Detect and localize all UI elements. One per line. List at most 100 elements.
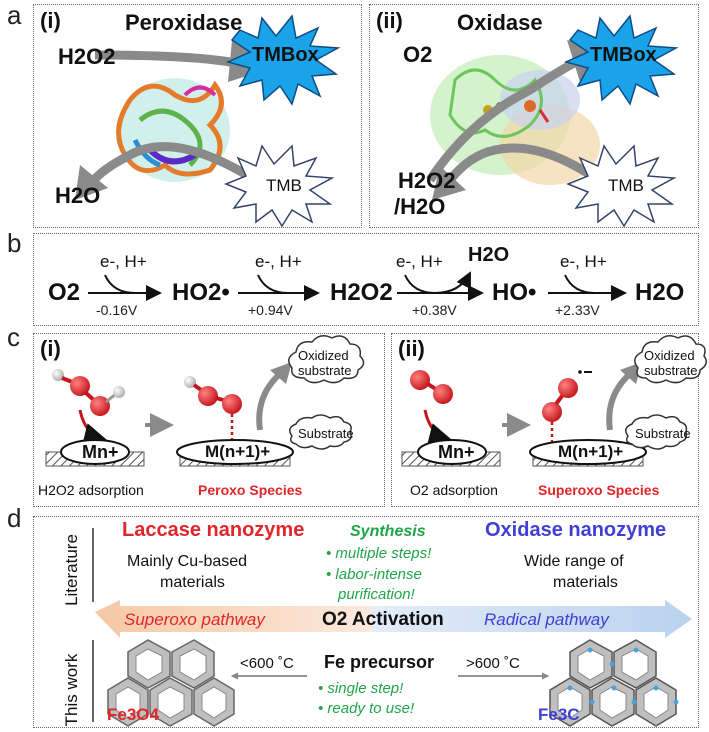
label-h2o-a-ii: /H2O bbox=[394, 194, 446, 219]
eh-label-4: e-, H+ bbox=[560, 252, 607, 271]
oxidized-label-i-1: Oxidized bbox=[298, 348, 349, 363]
oxidized-label-ii-1: Oxidized bbox=[644, 348, 695, 363]
arrow-peroxidase-bottom bbox=[86, 142, 258, 188]
label-h2o2-a-ii: H2O2 bbox=[398, 168, 456, 193]
fe3o4-label: Fe3O4 bbox=[107, 705, 159, 724]
panel-a-i bbox=[33, 4, 362, 228]
tmb-star-ii bbox=[565, 144, 677, 228]
cloud-substrate-ii bbox=[625, 414, 688, 450]
laccase-desc-2: materials bbox=[160, 574, 225, 591]
tmb-star-i bbox=[223, 144, 335, 228]
temp-lt600: <600 ˚C bbox=[240, 655, 294, 672]
panel-c-ii bbox=[391, 333, 699, 507]
superoxo-species-molecule bbox=[542, 370, 592, 422]
superoxo-pathway-label: Superoxo pathway bbox=[124, 610, 265, 629]
panel-c-i bbox=[33, 333, 385, 507]
radical-pathway-label: Radical pathway bbox=[484, 610, 609, 629]
superoxo-species-label: Superoxo Species bbox=[538, 482, 660, 498]
radical-pathway-band bbox=[372, 600, 692, 638]
species-h2o: H2O bbox=[635, 279, 685, 306]
panel-label-b: b bbox=[7, 228, 22, 258]
eh-label-2: e-, H+ bbox=[255, 252, 302, 271]
tmbox-star-ii bbox=[563, 14, 679, 106]
metal-site-ii-2 bbox=[529, 439, 647, 465]
temp-gt600: >600 ˚C bbox=[466, 655, 520, 672]
panel-b bbox=[33, 233, 699, 326]
substrate-label-ii: Substrate bbox=[635, 426, 691, 441]
substrate-label-i: Substrate bbox=[298, 426, 354, 441]
tmbox-star-i bbox=[225, 14, 341, 106]
cloud-substrate-i bbox=[289, 414, 352, 450]
h2o2-molecule-free bbox=[52, 369, 125, 416]
panel-d bbox=[33, 516, 699, 728]
row-label-literature: Literature bbox=[62, 534, 81, 606]
metal-label-ii-2: M(n+1)+ bbox=[558, 442, 624, 461]
metal-site-i-2 bbox=[176, 439, 294, 465]
laccase-desc-1: Mainly Cu-based bbox=[127, 553, 248, 570]
adsorption-label-ii: O2 adsorption bbox=[410, 482, 498, 498]
oxidase-desc-1: Wide range of bbox=[524, 553, 624, 570]
synthesis-title: Synthesis bbox=[350, 523, 426, 540]
eh-label-3: e-, H+ bbox=[396, 252, 443, 271]
work-bullet-2: • ready to use! bbox=[318, 700, 415, 717]
potential-3: +0.38V bbox=[412, 302, 457, 318]
species-o2: O2 bbox=[48, 279, 81, 306]
panel-label-c: c bbox=[7, 322, 20, 352]
arrow-oxidase-top bbox=[426, 55, 583, 183]
species-h2o2: H2O2 bbox=[330, 279, 393, 306]
potential-1: -0.16V bbox=[96, 302, 138, 318]
cloud-oxidized-i bbox=[288, 335, 365, 384]
title-oxidase: Oxidase bbox=[457, 10, 543, 35]
synthesis-bullet-1: • multiple steps! bbox=[326, 545, 432, 562]
metal-label-i-1: Mn+ bbox=[82, 442, 119, 462]
protein-peroxidase bbox=[116, 78, 230, 182]
metal-site-i-1 bbox=[60, 439, 130, 465]
roman-a-ii: (ii) bbox=[376, 8, 403, 33]
panel-label-d: d bbox=[7, 503, 22, 533]
species-ho2: HO2• bbox=[172, 279, 230, 306]
oxidized-label-i-2: substrate bbox=[298, 363, 352, 378]
potential-2: +0.94V bbox=[248, 302, 293, 318]
reaction-arrows bbox=[88, 271, 627, 301]
oxidase-desc-2: materials bbox=[553, 574, 618, 591]
laccase-title: Laccase nanozyme bbox=[122, 519, 305, 541]
fe3c-label: Fe3C bbox=[538, 705, 580, 724]
arrow-peroxidase-top bbox=[94, 50, 247, 70]
metal-label-i-2: M(n+1)+ bbox=[205, 442, 271, 461]
roman-a-i: (i) bbox=[40, 8, 61, 33]
panel-label-a: a bbox=[7, 0, 22, 30]
roman-c-ii: (ii) bbox=[398, 336, 425, 361]
title-peroxidase: Peroxidase bbox=[125, 10, 243, 35]
synthesis-bullet-2: • labor-intense bbox=[326, 566, 422, 583]
label-h2o2-a-i: H2O2 bbox=[58, 44, 116, 69]
row-label-this-work: This work bbox=[62, 653, 81, 727]
cloud-oxidized-ii bbox=[634, 335, 707, 384]
eh-label-1: e-, H+ bbox=[100, 252, 147, 271]
synthesis-bullet-3: purification! bbox=[338, 586, 415, 603]
o2-activation-label: O2 Activation bbox=[322, 609, 444, 630]
label-tmbox-i: TMBox bbox=[252, 44, 319, 66]
potential-4: +2.33V bbox=[555, 302, 600, 318]
oxidized-label-ii-2: substrate bbox=[644, 363, 698, 378]
roman-c-i: (i) bbox=[40, 336, 61, 361]
work-bullet-1: • single step! bbox=[318, 680, 404, 697]
side-product-h2o: H2O bbox=[468, 244, 510, 266]
metal-site-ii-1 bbox=[417, 439, 487, 465]
label-tmbox-ii: TMBox bbox=[590, 44, 657, 66]
metal-label-ii-1: Mn+ bbox=[438, 442, 475, 462]
label-tmb-ii: TMB bbox=[608, 176, 644, 195]
o2-molecule-free bbox=[410, 370, 453, 404]
label-o2-a-ii: O2 bbox=[403, 42, 433, 67]
adsorption-label-i: H2O2 adsorption bbox=[38, 482, 144, 498]
fe-precursor-label: Fe precursor bbox=[324, 652, 435, 672]
oxidase-nanozyme-title: Oxidase nanozyme bbox=[485, 519, 667, 541]
label-tmb-i: TMB bbox=[266, 176, 302, 195]
label-h2o-a-i: H2O bbox=[55, 183, 101, 208]
peroxo-species-molecule bbox=[184, 376, 242, 414]
species-ho: HO• bbox=[492, 279, 537, 306]
superoxo-pathway-band bbox=[95, 600, 372, 638]
panel-a-ii bbox=[369, 4, 699, 228]
arrow-oxidase-bottom bbox=[446, 143, 601, 184]
peroxo-species-label: Peroxo Species bbox=[198, 482, 303, 498]
